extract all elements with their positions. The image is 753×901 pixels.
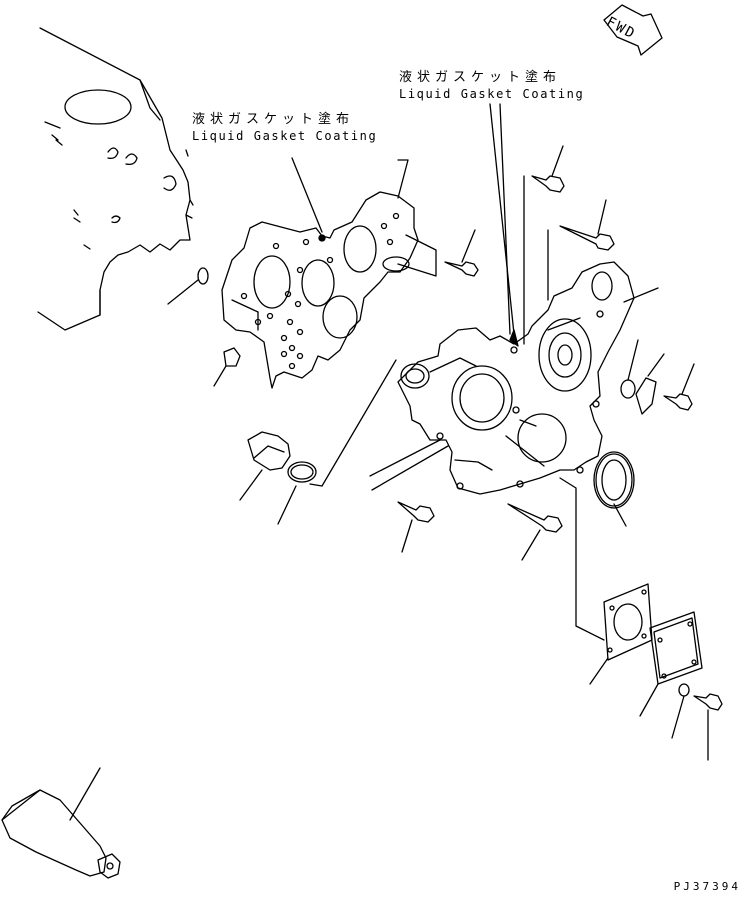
cover-bolt-2	[559, 199, 615, 251]
leader-cover-bolts	[523, 175, 549, 345]
lower-bolt-2	[507, 503, 563, 561]
oil-seal-large	[593, 451, 635, 527]
leader-lower-bolt-1	[369, 439, 449, 491]
o-ring	[277, 461, 317, 525]
right-gasket-callout: 液状ガスケット塗布 Liquid Gasket Coating	[399, 71, 584, 100]
leader-cover-2	[505, 435, 545, 467]
cover-plate-bolt	[663, 363, 695, 411]
cap	[239, 431, 291, 501]
leader-right-callout	[489, 103, 515, 335]
cover-bolt-1	[531, 145, 565, 193]
cover-plate	[639, 611, 703, 717]
leader-right-callout-2	[499, 103, 511, 335]
plate-bolt	[444, 229, 479, 277]
right-callout-jp: 液状ガスケット塗布	[399, 70, 562, 85]
leader-oil-seal-small-2	[309, 483, 323, 487]
engine-block	[37, 27, 194, 331]
lower-bolt-1	[397, 501, 435, 553]
cover-bolt-3	[693, 693, 723, 761]
leader-plate-bolt	[397, 234, 437, 277]
leader-oil-seal-small	[321, 359, 397, 487]
right-callout-en: Liquid Gasket Coating	[399, 87, 585, 101]
washer	[671, 683, 690, 739]
left-gasket-callout: 液状ガスケット塗布 Liquid Gasket Coating	[192, 113, 377, 142]
leader-left-callout	[291, 157, 323, 233]
liquid-gasket-tube	[1, 767, 121, 879]
leader-cover	[623, 287, 659, 303]
gasket	[589, 583, 653, 685]
drawing-code: PJ37394	[673, 880, 741, 893]
fwd-arrow-icon	[603, 4, 663, 56]
gear-plate	[221, 191, 419, 389]
left-callout-en: Liquid Gasket Coating	[192, 129, 378, 143]
cover-plate-small	[635, 353, 665, 415]
left-callout-jp: 液状ガスケット塗布	[192, 112, 355, 127]
leader-gear-plate	[397, 159, 409, 199]
oil-seal-small	[400, 363, 430, 389]
leader-lower-gasket	[559, 477, 605, 641]
dowel-pin	[167, 267, 209, 305]
front-cover	[397, 261, 635, 495]
plug-cap	[620, 339, 639, 399]
plug	[213, 347, 241, 387]
